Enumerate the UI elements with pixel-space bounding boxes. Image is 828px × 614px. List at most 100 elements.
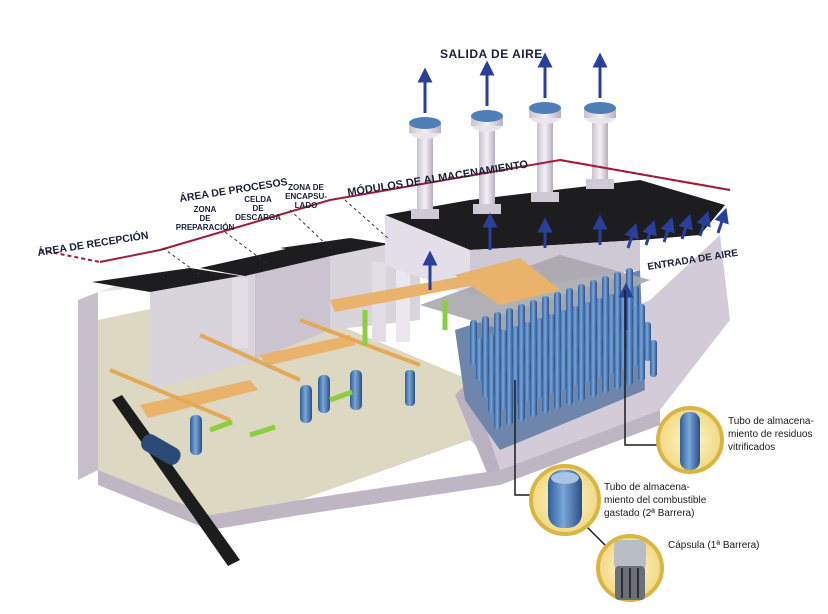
boundary-line-right [559, 159, 731, 191]
storage-tube [590, 280, 597, 325]
chimneys [409, 52, 616, 219]
roof-process-2 [280, 238, 390, 256]
storage-tube [530, 300, 537, 345]
storage-tube [506, 308, 513, 353]
storage-tube [602, 356, 609, 393]
storage-tube [476, 338, 483, 381]
storage-tube [590, 320, 597, 361]
svg-text:ZONA: ZONA [194, 205, 217, 214]
storage-tube [608, 334, 615, 373]
storage-tube [542, 336, 549, 377]
storage-tube [554, 372, 561, 409]
chimney-base [473, 204, 501, 214]
storage-tube [620, 330, 627, 369]
callout-combustible [529, 464, 601, 536]
storage-tube [584, 302, 591, 345]
zone-divider-1 [162, 247, 201, 276]
storage-tube [644, 322, 651, 361]
svg-text:LADO: LADO [295, 201, 318, 210]
storage-tube [626, 348, 633, 385]
callout-vitrificados [656, 406, 724, 474]
storage-tube [500, 370, 507, 409]
capsule-lid-icon [614, 540, 646, 570]
air-intake-arrow-icon [624, 222, 639, 249]
storage-tube [602, 316, 609, 357]
label-zona-encapsulado: ZONA DE ENCAPSU- LADO [285, 183, 327, 210]
storage-tube [566, 368, 573, 405]
label-area-recepcion: ÁREA DE RECEPCIÓN [36, 229, 149, 259]
storage-tube [512, 326, 519, 369]
air-intake-arrow-icon [678, 213, 693, 240]
svg-text:Tubo de almacena-: Tubo de almacena- [604, 482, 690, 493]
callout-text-combustible: Tubo de almacena- miento del combustible… [604, 482, 707, 519]
storage-tube [614, 352, 621, 389]
storage-tube [626, 308, 633, 349]
interior-column-1 [232, 278, 248, 348]
storage-tube [590, 360, 597, 397]
storage-tube [494, 392, 501, 429]
chimney-top [409, 117, 441, 129]
storage-tube [602, 276, 609, 321]
chimney-top [529, 102, 561, 114]
storage-tube [614, 312, 621, 353]
storage-tube [500, 330, 507, 373]
green-flow-arrow-icon [209, 419, 233, 433]
leader-combustible [514, 380, 535, 496]
svg-text:DE: DE [199, 214, 211, 223]
storage-tube [566, 328, 573, 369]
storage-tube [494, 352, 501, 393]
callout-text-vitrificados: Tubo de almacena- miento de residuos vit… [728, 416, 814, 453]
storage-tube [482, 316, 489, 361]
storage-tube [482, 356, 489, 397]
cask-5 [405, 370, 415, 406]
transport-cask [141, 434, 181, 465]
svg-text:vitrificados: vitrificados [728, 442, 775, 453]
chimney-shaft [479, 130, 495, 210]
vitrified-tube-icon [680, 412, 700, 470]
storage-tube [578, 284, 585, 329]
green-flow-arrow-icon [249, 424, 276, 438]
overhead-cranes [109, 258, 560, 422]
cask-2 [300, 385, 312, 423]
storage-tube [638, 304, 645, 345]
process-wall-1 [150, 265, 255, 390]
zone-divider-4 [344, 199, 391, 241]
chimney-shaft [592, 122, 608, 185]
chimney-top [584, 102, 616, 114]
cask-4 [350, 370, 362, 410]
storage-tube [650, 340, 657, 377]
storage-tube [578, 324, 585, 365]
svg-text:gastado (2ª Barrera): gastado (2ª Barrera) [604, 508, 694, 519]
fuel-tube-icon [548, 470, 582, 528]
storage-tube [536, 318, 543, 361]
svg-text:ENCAPSU-: ENCAPSU- [285, 192, 327, 201]
air-intake-arrow-icon [696, 210, 711, 237]
chimney-base [411, 209, 439, 219]
svg-text:PREPARACIÓN: PREPARACIÓN [176, 223, 235, 232]
storage-tube [506, 348, 513, 389]
roof-reception [92, 268, 240, 292]
boundary-line-reception [39, 249, 101, 263]
air-intake-arrows [624, 207, 729, 249]
storage-tube [470, 320, 477, 365]
svg-text:DESCARGA: DESCARGA [235, 213, 281, 222]
air-intake-arrow-icon [642, 219, 657, 246]
storage-tube [548, 314, 555, 357]
storage-tube [530, 340, 537, 381]
crane-rail-3 [299, 318, 421, 367]
internal-air-arrows [422, 212, 634, 330]
air-intake-arrow-icon [660, 216, 675, 243]
zone-boundaries [39, 158, 731, 276]
zone-divider-2 [224, 231, 266, 263]
crane-rail-1 [109, 368, 231, 422]
storage-tube [638, 344, 645, 381]
label-celda-descarga: CELDA DE DESCARGA [235, 195, 281, 222]
chimney-shaft [537, 122, 553, 198]
label-area-procesos: ÁREA DE PROCESOS [178, 175, 288, 205]
storage-tube [548, 354, 555, 393]
label-zona-preparacion: ZONA DE PREPARACIÓN [176, 205, 235, 232]
crane-process-beam [330, 275, 475, 312]
storage-tube [524, 322, 531, 365]
svg-text:miento del combustible: miento del combustible [604, 495, 707, 506]
crane-reception-beam [140, 380, 258, 418]
